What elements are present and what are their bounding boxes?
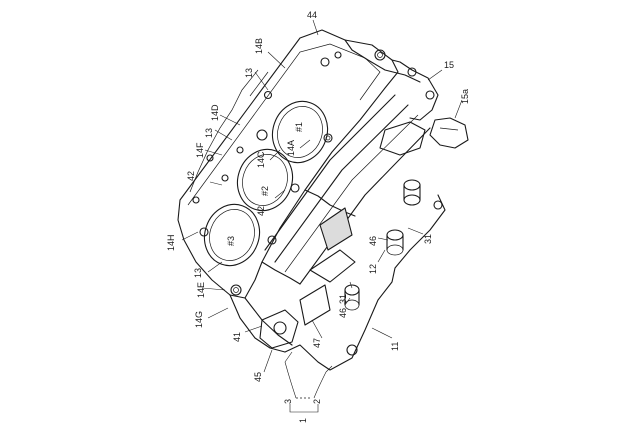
label-15: 15 [444, 60, 454, 70]
label-bottom-2: 2 [312, 399, 322, 404]
label-14F: 14F [195, 142, 205, 158]
label-14B: 14B [254, 38, 264, 54]
cylinder-bores [203, 100, 329, 267]
side-components [299, 179, 421, 326]
label-31b: 31 [338, 294, 348, 304]
label-14D: 14D [210, 104, 220, 121]
label-13c: 13 [193, 268, 203, 278]
label-13a: 13 [244, 68, 254, 78]
label-47: 47 [312, 338, 322, 348]
label-31a: 31 [423, 234, 433, 244]
label-bottom-3: 3 [283, 399, 293, 404]
label-45: 45 [253, 372, 263, 382]
bore-2 [236, 148, 294, 212]
label-bore-1: #1 [294, 122, 304, 132]
label-41: 41 [232, 332, 242, 342]
label-14A: 14A [286, 140, 296, 156]
label-bottom-1: 1 [298, 418, 308, 423]
label-11: 11 [390, 342, 400, 351]
label-12: 12 [368, 264, 378, 274]
label-44: 44 [307, 10, 317, 20]
label-15a: 15a [460, 89, 470, 104]
base-plate-11 [284, 194, 446, 371]
label-42b: 42 [256, 206, 266, 216]
leader-lines [181, 19, 463, 413]
label-46b: 46 [338, 308, 348, 318]
label-46a: 46 [368, 236, 378, 246]
label-14C: 14C [256, 151, 266, 168]
reference-labels: 44 14B 15 15a 13 14D 13 14F 42 14C 14A #… [166, 10, 470, 423]
label-13b: 13 [204, 128, 214, 138]
engine-block [177, 29, 431, 353]
label-bore-3: #3 [226, 236, 236, 246]
sensor-45 [259, 309, 299, 349]
label-14E: 14E [196, 282, 206, 298]
bolt-holes [192, 51, 342, 296]
bore-3 [203, 203, 261, 267]
label-42a: 42 [186, 171, 196, 181]
label-bore-2: #2 [260, 186, 270, 196]
label-14H: 14H [166, 234, 176, 251]
bracket-15 [374, 49, 469, 156]
label-14G: 14G [194, 311, 204, 328]
